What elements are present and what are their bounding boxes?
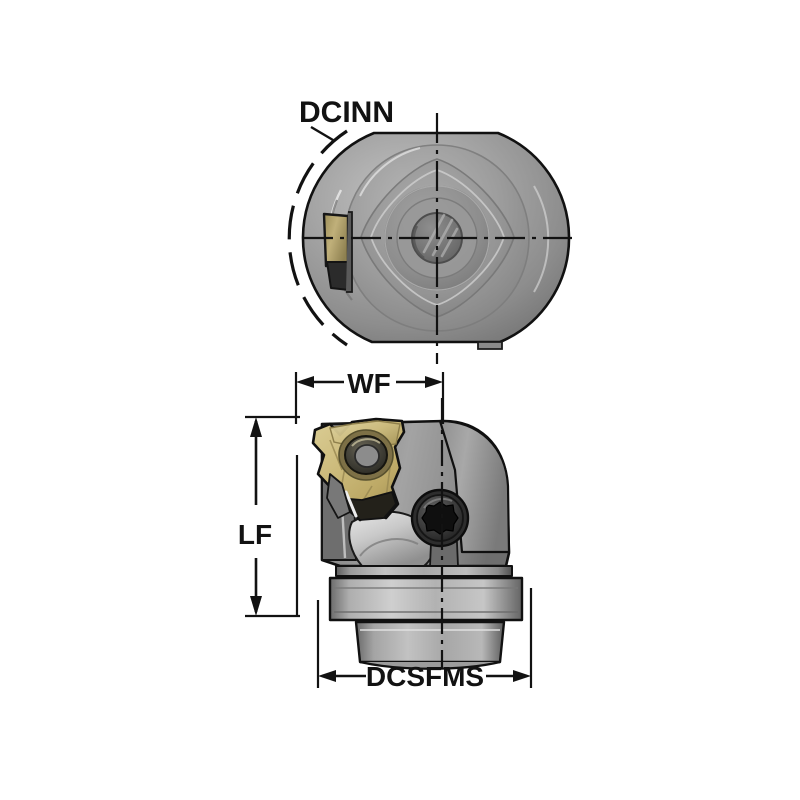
insert-screw-hole-bore — [354, 444, 380, 468]
dimension-label-wf: WF — [347, 368, 391, 399]
dcinn-leader — [310, 125, 334, 142]
body-facet-ring-inner — [370, 169, 505, 306]
coupling-flange-upper — [335, 565, 513, 577]
body-ring-1-highlight — [359, 147, 421, 197]
insert-seat-edge — [346, 211, 353, 293]
top-view-group: DCINN — [287, 96, 572, 364]
cutting-edge-highlight — [344, 490, 358, 518]
dcinn-arc — [287, 129, 348, 347]
lf-arrowhead-top — [250, 417, 262, 437]
insert-clamp-wedge — [326, 473, 351, 519]
dimension-label-lf: LF — [238, 519, 272, 550]
side-view-group — [311, 398, 524, 670]
dimension-label-dcsfms: DCSFMS — [366, 661, 484, 692]
insert-top-view-shadow — [326, 261, 350, 291]
dcsfms-arrowhead-left — [318, 670, 336, 682]
wf-arrowhead-right — [425, 376, 443, 388]
insert-top-view — [322, 212, 350, 268]
coupling-shank-bottom-radius — [359, 660, 501, 670]
dimension-annotations: WF LF DCSFMS — [238, 368, 533, 692]
insert-facet-lines — [329, 439, 393, 513]
dimension-label-dcinn: DCINN — [299, 96, 394, 129]
torx-screw-highlight — [423, 497, 453, 509]
head-dome-shoulder — [438, 419, 511, 554]
insert-screw-hole-highlight — [351, 438, 381, 447]
body-bottom-tab — [477, 341, 503, 350]
torx-screw-socket-icon — [421, 501, 459, 535]
chip-pocket-shadow — [359, 538, 419, 557]
center-bore-shadow — [412, 225, 425, 259]
lf-arrowhead-bottom — [250, 596, 262, 616]
wf-arrowhead-left — [296, 376, 314, 388]
insert-relief-shadow — [337, 491, 397, 521]
dcsfms-arrowhead-right — [513, 670, 531, 682]
coupling-flange-main — [328, 576, 524, 622]
coupling-shank — [354, 620, 506, 664]
